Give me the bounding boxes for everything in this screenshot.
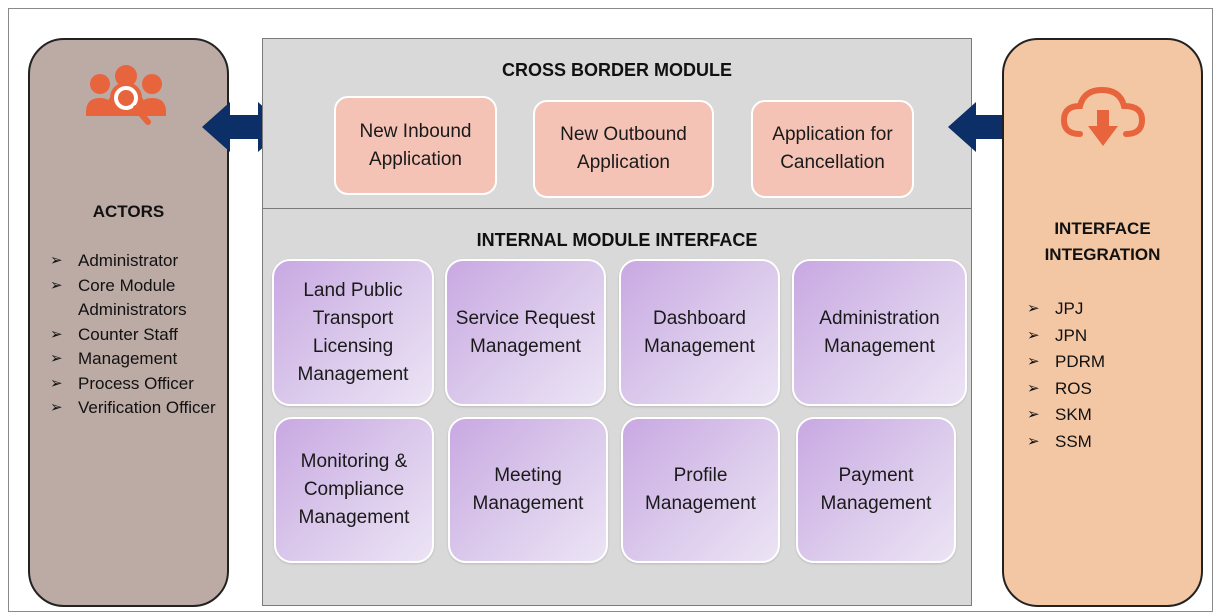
actor-label: Verification Officer: [78, 398, 216, 417]
list-item: ➢ Management: [50, 347, 220, 372]
bullet-arrow-icon: ➢: [50, 276, 63, 294]
actor-label: Process Officer: [78, 373, 194, 393]
section-divider: [262, 208, 972, 209]
system-label: SKM: [1055, 405, 1092, 424]
system-label: PDRM: [1055, 352, 1106, 371]
actor-label: Management: [78, 349, 178, 368]
list-item: ➢ Process Officer: [50, 372, 220, 397]
system-label: ROS: [1055, 378, 1092, 398]
internal-module-box: Monitoring & Compliance Management: [274, 417, 434, 563]
interface-heading-line2: INTEGRATION: [1044, 245, 1161, 264]
actors-panel: [28, 38, 229, 607]
bullet-arrow-icon: ➢: [1027, 300, 1040, 317]
cross-border-title: CROSS BORDER MODULE: [501, 60, 732, 80]
cross-border-box: New Outbound Application: [533, 100, 714, 198]
cross-border-box: Application for Cancellation: [751, 100, 914, 198]
bullet-arrow-icon: ➢: [1027, 406, 1040, 423]
bullet-arrow-icon: ➢: [1027, 379, 1040, 397]
actors-heading: ACTORS: [92, 202, 165, 221]
system-label: SSM: [1055, 431, 1092, 451]
interface-list: ➢ JPJ ➢ JPN ➢ PDRM ➢ ROS ➢ SKM ➢ SSM: [1027, 296, 1177, 455]
system-label: JPJ: [1055, 299, 1084, 318]
bullet-arrow-icon: ➢: [1027, 432, 1040, 450]
list-item: ➢ Verification Officer: [50, 396, 220, 421]
internal-module-box: Payment Management: [796, 417, 956, 563]
cloud-download-icon: [1060, 86, 1146, 146]
bullet-arrow-icon: ➢: [1027, 326, 1040, 344]
actors-list: ➢ Administrator ➢ Core Module Administrato…: [50, 249, 220, 421]
internal-module-box: Service Request Management: [445, 259, 606, 406]
people-search-icon: [86, 65, 166, 125]
list-item: ➢ SSM: [1027, 429, 1177, 456]
actor-label: Administrator: [78, 251, 179, 270]
bullet-arrow-icon: ➢: [1027, 353, 1040, 370]
list-item: ➢ Administrator: [50, 249, 220, 274]
bullet-arrow-icon: ➢: [50, 350, 63, 367]
list-item: ➢ PDRM: [1027, 349, 1177, 376]
actor-label: Core Module Administrators: [78, 275, 187, 320]
list-item: ➢ JPN: [1027, 323, 1177, 350]
interface-heading: INTERFACE INTEGRATION: [1002, 216, 1203, 268]
interface-heading-line1: INTERFACE: [1054, 219, 1151, 238]
system-label: JPN: [1055, 325, 1088, 345]
internal-module-box: Land Public Transport Licensing Manageme…: [272, 259, 434, 406]
bullet-arrow-icon: ➢: [50, 252, 63, 269]
internal-module-box: Meeting Management: [448, 417, 608, 563]
bullet-arrow-icon: ➢: [50, 374, 63, 392]
internal-module-title: INTERNAL MODULE INTERFACE: [476, 230, 758, 250]
internal-module-box: Profile Management: [621, 417, 780, 563]
diagram-frame: [8, 8, 1213, 612]
internal-module-box: Dashboard Management: [619, 259, 780, 406]
internal-module-box: Administration Management: [792, 259, 967, 406]
list-item: ➢ SKM: [1027, 402, 1177, 429]
list-item: ➢ Core Module Administrators: [50, 274, 220, 323]
bullet-arrow-icon: ➢: [50, 399, 63, 416]
list-item: ➢ ROS: [1027, 376, 1177, 403]
list-item: ➢ Counter Staff: [50, 323, 220, 348]
interface-integration-panel: [1002, 38, 1203, 607]
cross-border-box: New Inbound Application: [334, 96, 497, 195]
bullet-arrow-icon: ➢: [50, 325, 63, 343]
list-item: ➢ JPJ: [1027, 296, 1177, 323]
actor-label: Counter Staff: [78, 324, 178, 344]
